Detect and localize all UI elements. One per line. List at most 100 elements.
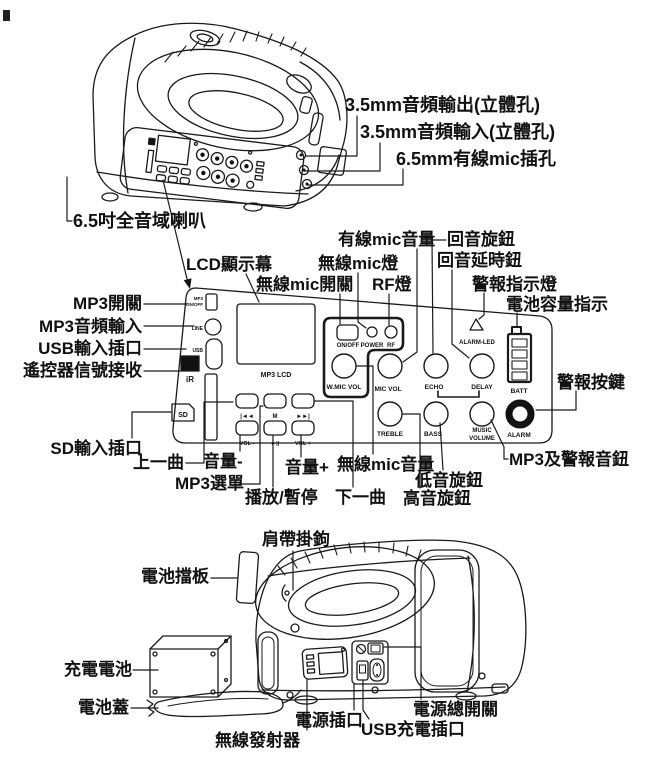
strap-hook-pin [284,590,290,596]
grille-bar [204,373,218,441]
top-speaker-drawing [92,22,348,212]
mic-vol-print: MIC VOL [374,386,401,393]
callout-wired-mic-volume: 有線mic音量 [338,230,436,249]
audio-out-jack [295,149,307,161]
callout-next-track: 下一曲 [335,488,386,507]
battery-baffle [235,551,260,605]
leader-line [451,269,470,359]
foot [294,695,318,705]
foot [455,691,477,701]
speaker-right-top-seam [299,61,341,121]
leader-line [131,411,172,439]
bottom-handle-ribs [277,541,422,576]
leader-line [402,248,418,363]
ir-receiver [180,355,200,372]
usb-print: USB [192,348,203,354]
rf-print: RF [387,343,395,349]
callout-wireless-mic-led: 無線mic燈 [318,254,399,273]
leader-line [185,401,234,464]
side-slot [308,112,324,146]
leader-line [306,168,404,186]
bottom-edge [261,686,506,692]
rear-slab [414,549,480,693]
music-print: MUSIC [472,428,492,434]
leader-line [439,422,444,471]
mp3-buttons [235,393,315,436]
mic-vol-knob [377,353,403,379]
callout-audio-in: 3.5mm音頻輸入(立體孔) [360,122,556,142]
leader-line [305,115,358,157]
strap-hook [281,584,287,602]
callout-main-power-switch: 電源總開關 [413,700,498,719]
treble-knob [377,401,403,427]
sd-slot [171,403,195,422]
callout-mp3-menu: MP3選單 [175,474,244,493]
vol-minus-button [235,420,259,436]
callout-remote-receiver: 遙控器信號接收 [23,361,142,380]
power-print: POWER [361,343,384,349]
side-jacks [295,112,347,190]
treble-print: TREBLE [377,431,404,438]
leader-line [238,405,264,485]
sd-print: SD [178,412,188,419]
battery-cover [146,689,302,718]
callout-rf-led: RF燈 [372,275,412,294]
handle-outer [136,48,320,152]
callout-battery-level: 電池容量指示 [506,295,608,314]
leader-line [303,142,381,172]
callout-alarm-led: 警報指示燈 [472,275,557,294]
callout-echo-delay-knob: 回音延時鈕 [437,251,522,270]
echo-knob [423,353,449,379]
rf-led [384,325,398,339]
rear-slab-inner [420,555,474,687]
leader-line [356,365,374,455]
mp3-onoff-switch [205,293,218,311]
bottom-handle-cutout [287,569,417,627]
strap-eyelet-left-inner [196,33,214,43]
bottom-speaker-drawing [146,539,527,718]
callout-treble-knob: 高音旋鈕 [403,489,471,508]
callout-wireless-transmitter: 無線發射器 [215,731,300,750]
mp3-lcd-print: MP3 LCD [261,372,292,379]
connector-panel [351,640,389,685]
alarm-button [505,399,535,429]
echo-delay-bracket [437,390,480,398]
wmic-onoff-button [336,324,359,341]
side-recess [317,146,347,176]
usb-charge-port [356,660,369,681]
wired-mic-jack [301,178,313,190]
callout-prev-track: 上一曲 [133,453,184,472]
leader-line [478,292,485,320]
body-seam [466,555,475,693]
callout-wireless-mic-volume: 無線mic音量 [337,455,435,474]
delay-print: DELAY [471,384,493,391]
screw [478,672,486,680]
power-inlet [369,658,385,682]
play-pause-button [263,420,287,436]
next-icon: ►►| [296,414,310,420]
dc-jack [355,643,367,655]
speaker-right-seam [295,154,340,192]
mp3-onoff-print2: ON/OFF [186,302,203,307]
bottom-handle-outer [255,546,435,640]
mini-usb-bar [145,149,155,174]
alarm-led-print: ALARM-LED [459,340,495,346]
vol-plus-button [291,420,315,436]
callout-speaker: 6.5吋全音域喇叭 [73,211,207,231]
wireless-mic-box [322,316,405,399]
music-volume-knob [469,401,495,427]
wmic-vol-knob [331,353,357,379]
callout-mp3-switch: MP3開關 [73,294,142,313]
battery-slot-inner [261,636,275,690]
leader-line [535,390,577,411]
handle-grip [188,90,284,132]
leader-line [357,272,367,329]
control-panel-diagram: MP3 ON/OFF LINE USB iR SD MP3 LCD ON/OFF… [171,287,553,447]
callout-usb-input: USB輸入插口 [38,339,142,358]
battery-slot [257,631,279,695]
callout-volume-plus: 音量+ [285,458,329,477]
bass-print: BASS [424,431,443,438]
line-in-jack [204,318,222,336]
batt-print: BATT [511,388,528,395]
